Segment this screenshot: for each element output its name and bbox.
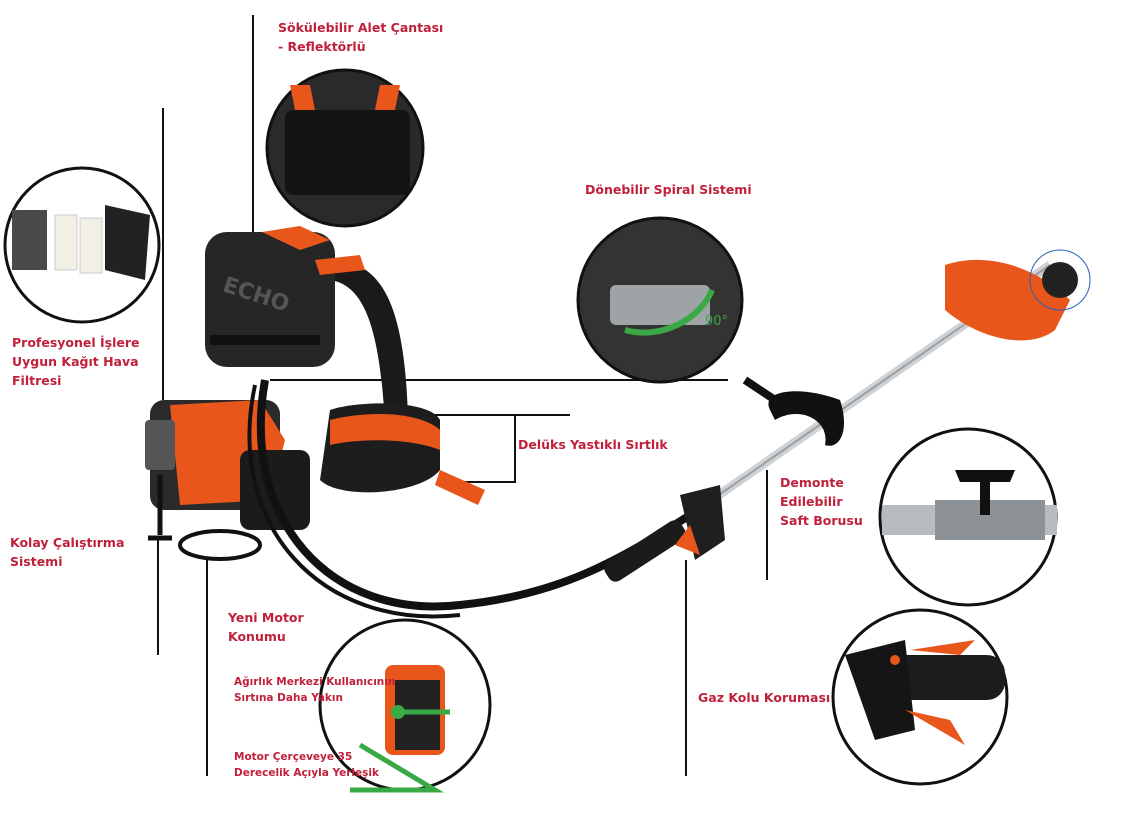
label-tool-bag: Sökülebilir Alet Çantası - Reflektörlü (278, 18, 443, 56)
label-line: Uygun Kağıt Hava (12, 354, 139, 369)
label-line: Sökülebilir Alet Çantası (278, 20, 444, 35)
detail-throttle (831, 608, 1009, 786)
label-line: Edilebilir (780, 494, 843, 509)
label-line: Konumu (228, 629, 286, 644)
label-line: Ağırlık Merkezi Kullanıcının (234, 676, 396, 688)
label-line: Sırtına Daha Yakın (234, 692, 343, 704)
angle-90-text: 90° (705, 314, 728, 329)
label-line: Yeni Motor (228, 610, 304, 625)
label-starter: Kolay Çalıştırma Sistemi (10, 533, 124, 571)
shaft-assembly (247, 249, 1091, 619)
label-air-filter: Profesyonel İşlere Uygun Kağıt Hava Filt… (12, 333, 140, 390)
label-shaft: Demonte Edilebilir Saft Borusu (780, 473, 863, 530)
label-line: Sistemi (10, 554, 63, 569)
detail-air-filter (3, 166, 161, 324)
label-line: Derecelik Açıyla Yerleşik (234, 767, 379, 779)
label-motor: Yeni Motor Konumu (228, 608, 304, 646)
engine (145, 400, 310, 561)
label-swivel: Dönebilir Spiral Sistemi (585, 180, 752, 199)
label-center-of-gravity: Ağırlık Merkezi Kullanıcının Sırtına Dah… (234, 674, 395, 706)
detail-motor-position (318, 618, 492, 793)
label-line: Delüks Yastıklı Sırtlık (518, 437, 668, 452)
backpack: ECHO (205, 226, 485, 505)
label-line: - Reflektörlü (278, 39, 366, 54)
label-line: Kolay Çalıştırma (10, 535, 125, 550)
label-angle: Motor Çerçeveye 35 Derecelik Açıyla Yerl… (234, 749, 379, 781)
label-line: Motor Çerçeveye 35 (234, 751, 353, 763)
label-line: Gaz Kolu Koruması (698, 690, 831, 705)
label-harness: Delüks Yastıklı Sırtlık (518, 435, 668, 454)
label-line: Saft Borusu (780, 513, 863, 528)
label-line: Profesyonel İşlere (12, 335, 140, 350)
detail-shaft-joint (878, 427, 1058, 607)
detail-swivel: 90° (576, 216, 744, 384)
leader-lines (157, 15, 768, 776)
detail-tool-bag (265, 68, 425, 228)
label-line: Demonte (780, 475, 844, 490)
label-throttle: Gaz Kolu Koruması (698, 688, 830, 707)
label-line: Dönebilir Spiral Sistemi (585, 182, 752, 197)
label-line: Filtresi (12, 373, 62, 388)
